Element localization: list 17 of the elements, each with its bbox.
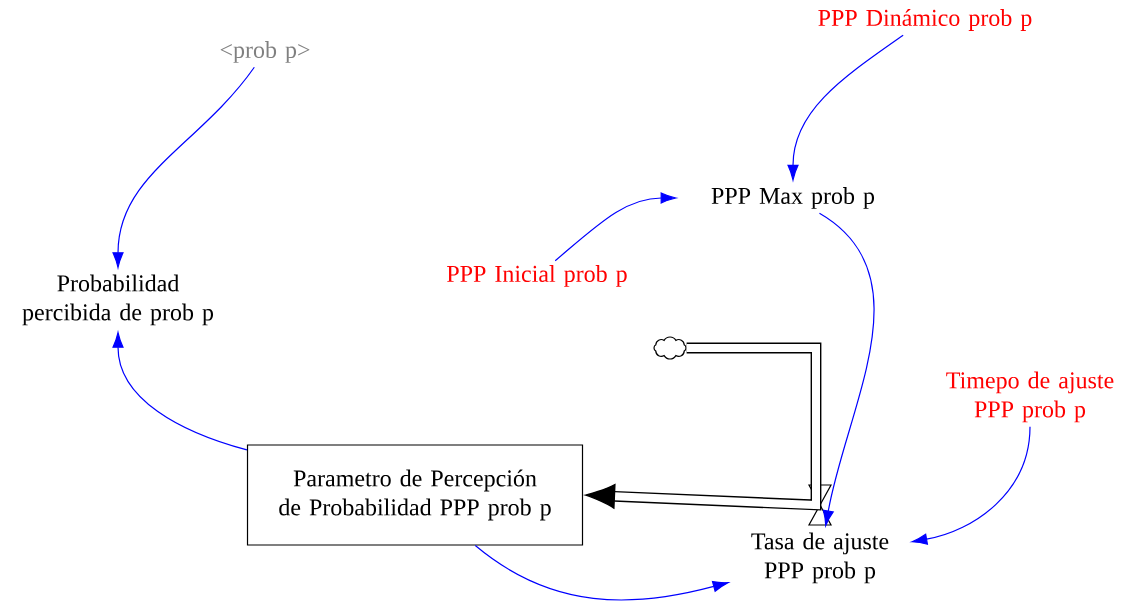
arrow [554,192,677,262]
arrow [911,426,1031,545]
arrow [112,66,255,269]
variable-label: PPP Max prob p [711,187,875,209]
variable-label: PPP Inicial prob p [447,265,627,287]
arrow [787,34,904,181]
variable-label: Tasa de ajuste PPP prob p [751,532,889,584]
variable-label: Probabilidad percibida de prob p [22,274,214,326]
arrow [818,212,875,527]
arrow [474,545,729,601]
cloud-symbol [653,336,687,360]
variable-label: PPP Dinámico prob p [818,9,1032,31]
flow-pipe [585,342,822,511]
arrow [112,331,248,451]
variable-label: Timepo de ajuste PPP prob p [946,371,1114,423]
variable-label: <prob p> [220,41,310,63]
stock-box: Parametro de Percepción de Probabilidad PPP prob p [246,444,584,546]
